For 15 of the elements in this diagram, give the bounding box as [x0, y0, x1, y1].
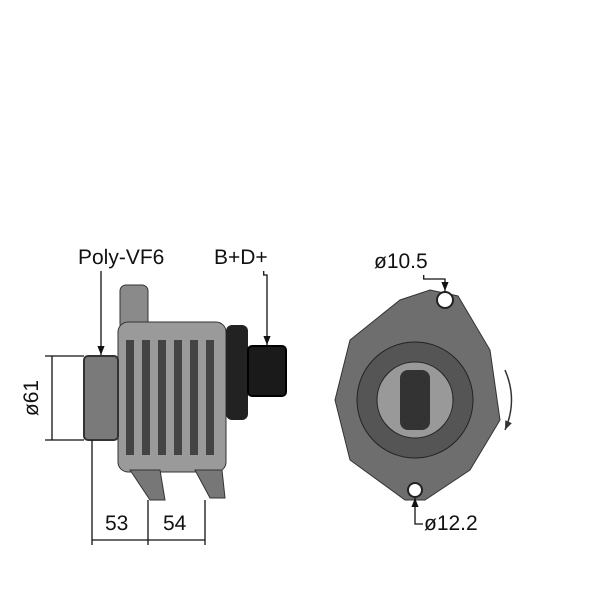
leader-line: [97, 271, 105, 355]
dimension-label: 54: [163, 512, 186, 536]
pulley: [83, 355, 119, 441]
dimension-label: 53: [105, 512, 128, 536]
callout-label: ø10.5: [374, 250, 428, 274]
leader-line: [263, 271, 271, 345]
callout-label: ø12.2: [424, 512, 478, 536]
mounting-hole: [436, 291, 454, 309]
dimension-label: ø61: [20, 380, 44, 416]
leader-line: [411, 498, 423, 525]
connector: [247, 345, 287, 397]
mounting-hole: [407, 482, 423, 498]
callout-label: Poly-VF6: [78, 246, 164, 270]
callout-label: B+D+: [214, 246, 268, 270]
leader-line: [423, 275, 449, 291]
